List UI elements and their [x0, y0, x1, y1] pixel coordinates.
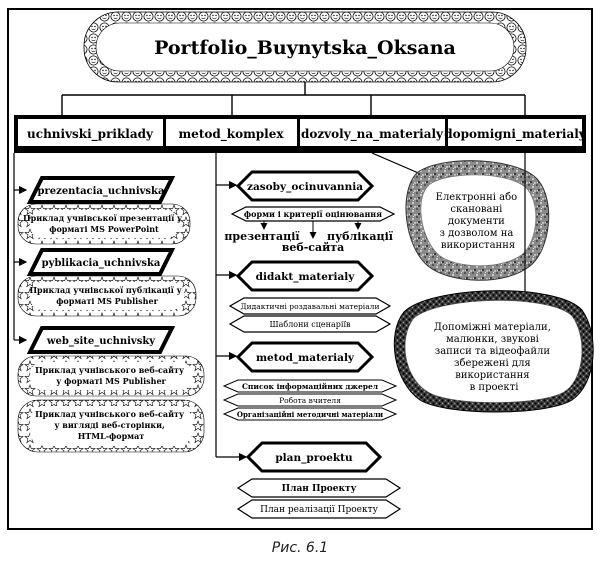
criteria-publications: публікації — [327, 230, 394, 243]
middle-connectors — [215, 153, 248, 462]
prezentacia-desc-line1: Приклад учнівської презентації у — [23, 213, 183, 223]
auxiliary-note: Допоміжні матеріали, малюнки, звукові за… — [393, 153, 594, 413]
left-connectors — [13, 153, 28, 345]
web-site-desc-a-line1: Приклад учнівського веб-сайту — [35, 365, 185, 375]
column-metod-komplex: metod_komplex — [178, 127, 284, 142]
pyblikacia-label: pyblikacia_uchnivska — [42, 258, 161, 269]
plan-implementation: План реалізації Проекту — [260, 505, 378, 515]
middle-item-plan: plan_proektu План Проекту План реалізаці… — [236, 441, 402, 519]
svg-text:Приклад учнівської презентації: Приклад учнівської презентації у форматі… — [23, 213, 185, 234]
didakt-label: didakt_materialy — [256, 271, 356, 284]
column-uchnivski-priklady: uchnivski_priklady — [27, 127, 154, 142]
svg-text:Електронні або скановані: Електронні або скановані документи з доз… — [436, 192, 521, 251]
svg-text:Приклад учнівської публікації: Приклад учнівської публікації у форматі … — [29, 285, 184, 306]
web-site-desc-b-line1: Приклад учнівського веб-сайту — [35, 409, 185, 419]
prezentacia-label: prezentacia_uchnivska — [38, 186, 165, 197]
auxiliary-line4: збережені для — [454, 358, 531, 369]
metod-label: metod_materialy — [256, 352, 355, 365]
didakt-templates: Шаблони сценаріїв — [269, 320, 351, 329]
svg-text:Допоміжні матеріали, мал: Допоміжні матеріали, малюнки, звукові за… — [434, 322, 554, 393]
prezentacia-desc-line2: форматі MS PowerPoint — [49, 224, 159, 234]
permissions-line3: документи — [448, 216, 505, 227]
permissions-line4: з дозволом на — [439, 228, 513, 239]
auxiliary-line6: в проекті — [470, 382, 519, 393]
permissions-line2: скановані — [450, 204, 502, 215]
column-dopomigni-materialy: dopomigni_materialy — [444, 127, 587, 142]
left-item-presentation: prezentacia_uchnivska Приклад учнівської… — [17, 176, 191, 245]
web-site-desc-b-line2: у вигляді веб-сторінки, — [54, 420, 165, 430]
svg-text:Приклад учнівського веб-сайту: Приклад учнівського веб-сайту у форматі … — [35, 365, 187, 386]
permissions-note: Електронні або скановані документи з доз… — [371, 152, 550, 281]
svg-text:Приклад учнівського веб-сайту: Приклад учнівського веб-сайту у вигляді … — [35, 409, 187, 441]
zasoby-label: zasoby_ocinuvannia — [247, 181, 363, 194]
plan-project: План Проекту — [282, 484, 357, 494]
permissions-line1: Електронні або — [436, 192, 517, 203]
column-dozvoly-na-materialy: dozvoly_na_materialy — [301, 127, 444, 142]
auxiliary-line3: записи та відеофайли — [435, 346, 551, 357]
left-item-website: web_site_uchnivsky Приклад учнівського в… — [17, 326, 205, 453]
auxiliary-line2: малюнки, звукові — [446, 334, 539, 345]
middle-item-didakt: didakt_materialy Дидактичні роздавальні … — [228, 260, 392, 333]
left-item-publication: pyblikacia_uchnivska Приклад учнівської … — [17, 248, 197, 317]
web-site-label: web_site_uchnivsky — [46, 336, 156, 347]
web-site-desc-a-line2: у форматі MS Publisher — [56, 376, 166, 386]
middle-item-zasoby: zasoby_ocinuvannia форми і критерії оцін… — [224, 170, 396, 254]
portfolio-title: Portfolio_Buynytska_Oksana — [154, 37, 456, 59]
criteria-presentations: презентації — [224, 230, 300, 243]
pyblikacia-desc-line1: Приклад учнівської публікації у — [29, 285, 182, 295]
metod-sources: Список інформаційних джерел — [242, 382, 379, 391]
zasoby-forms-criteria: форми і критерії оцінювання — [244, 209, 382, 219]
metod-teacher-work: Робота вчителя — [279, 396, 341, 405]
title-block: Portfolio_Buynytska_Oksana — [83, 11, 527, 83]
auxiliary-line5: використання — [455, 370, 529, 381]
didakt-handouts: Дидактичні роздавальні матеріали — [241, 302, 380, 311]
column-headers: uchnivski_priklady metod_komplex dozvoly… — [14, 115, 587, 153]
auxiliary-line1: Допоміжні матеріали, — [434, 322, 551, 333]
figure-caption: Рис. 6.1 — [271, 540, 329, 556]
middle-item-metod: metod_materialy Список інформаційних дже… — [222, 341, 398, 421]
criteria-website: веб-сайта — [282, 241, 344, 254]
plan-label: plan_proektu — [275, 452, 353, 465]
permissions-line5: використання — [441, 240, 515, 251]
top-connectors — [61, 82, 526, 115]
web-site-desc-b-line3: HTML-формат — [78, 431, 145, 441]
metod-organizational: Організаційні методичні матеріали — [237, 410, 383, 419]
portfolio-diagram: Portfolio_Buynytska_Oksana uchnivski_pri… — [13, 11, 594, 519]
pyblikacia-desc-line2: форматі MS Publisher — [56, 296, 158, 306]
